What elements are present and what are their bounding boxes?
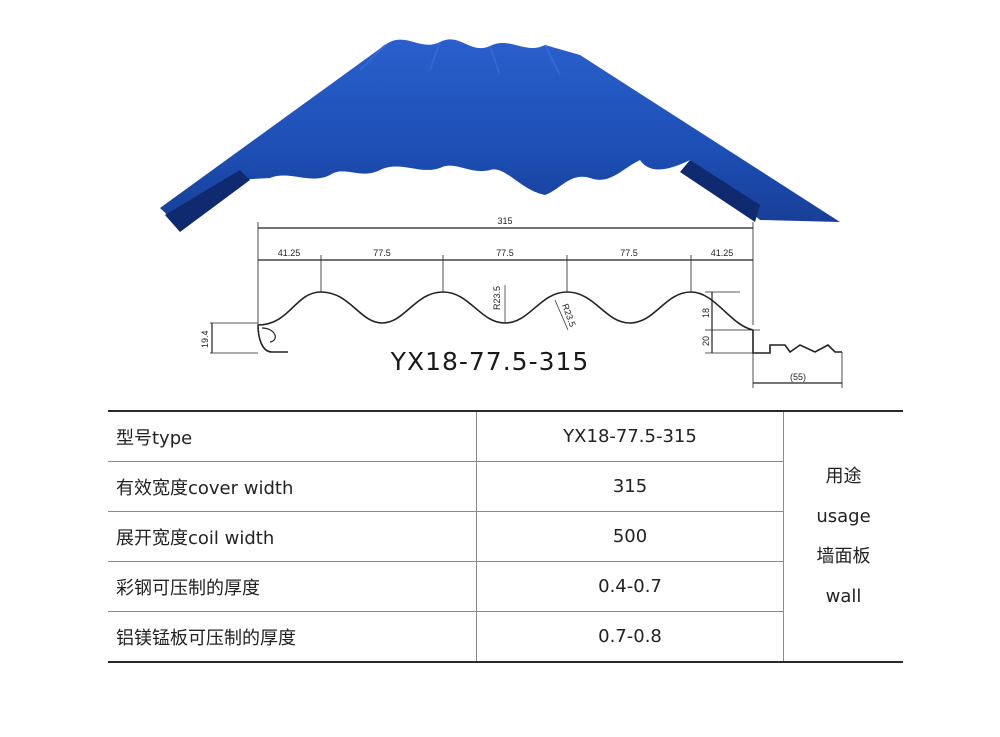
dim-pitch-1: 77.5 (373, 248, 391, 258)
table-row: 型号type YX18-77.5-315 用途 usage 墙面板 wall (108, 410, 903, 663)
usage-title-en: usage (816, 505, 871, 527)
usage-value-en: wall (825, 585, 862, 607)
table-row: 铝镁锰板可压制的厚度 0.7-0.8 (108, 611, 903, 663)
model-label: YX18-77.5-315 (390, 347, 590, 376)
row-value-type: YX18-77.5-315 (476, 410, 784, 462)
dim-edge-right: 41.25 (711, 248, 734, 258)
usage-cell: 用途 usage 墙面板 wall (783, 410, 903, 663)
dim-pitch-3: 77.5 (620, 248, 638, 258)
dim-right-lower: 20 (701, 336, 711, 346)
row-value-coil-width: 500 (476, 511, 784, 562)
dim-hook-width: (55) (790, 372, 806, 382)
usage-title-cn: 用途 (825, 465, 862, 487)
dim-radius-bottom: R23.5 (560, 302, 578, 328)
row-label-cover-width: 有效宽度cover width (108, 461, 477, 512)
panel-render (160, 39, 840, 232)
dim-total-width: 315 (497, 216, 512, 226)
spec-table: 型号type YX18-77.5-315 用途 usage 墙面板 wall 有… (108, 410, 903, 663)
table-row: 展开宽度coil width 500 (108, 511, 903, 562)
usage-value-cn: 墙面板 (816, 545, 871, 567)
row-value-cover-width: 315 (476, 461, 784, 512)
row-label-coil-width: 展开宽度coil width (108, 511, 477, 562)
table-row: 彩钢可压制的厚度 0.4-0.7 (108, 561, 903, 612)
row-value-almgmn-thickness: 0.7-0.8 (476, 611, 784, 663)
profile-drawing (210, 222, 843, 388)
dim-edge-left: 41.25 (278, 248, 301, 258)
dim-pitch-2: 77.5 (496, 248, 514, 258)
row-label-type: 型号type (108, 410, 477, 462)
dim-right-upper: 18 (701, 308, 711, 318)
dim-radius-top: R23.5 (492, 286, 502, 310)
row-label-steel-thickness: 彩钢可压制的厚度 (108, 561, 477, 612)
row-value-steel-thickness: 0.4-0.7 (476, 561, 784, 612)
row-label-almgmn-thickness: 铝镁锰板可压制的厚度 (108, 611, 477, 663)
dim-left-height: 19.4 (200, 330, 210, 348)
table-row: 有效宽度cover width 315 (108, 461, 903, 512)
product-illustration: 315 41.25 77.5 77.5 77.5 41.25 R23.5 R23… (160, 39, 843, 388)
